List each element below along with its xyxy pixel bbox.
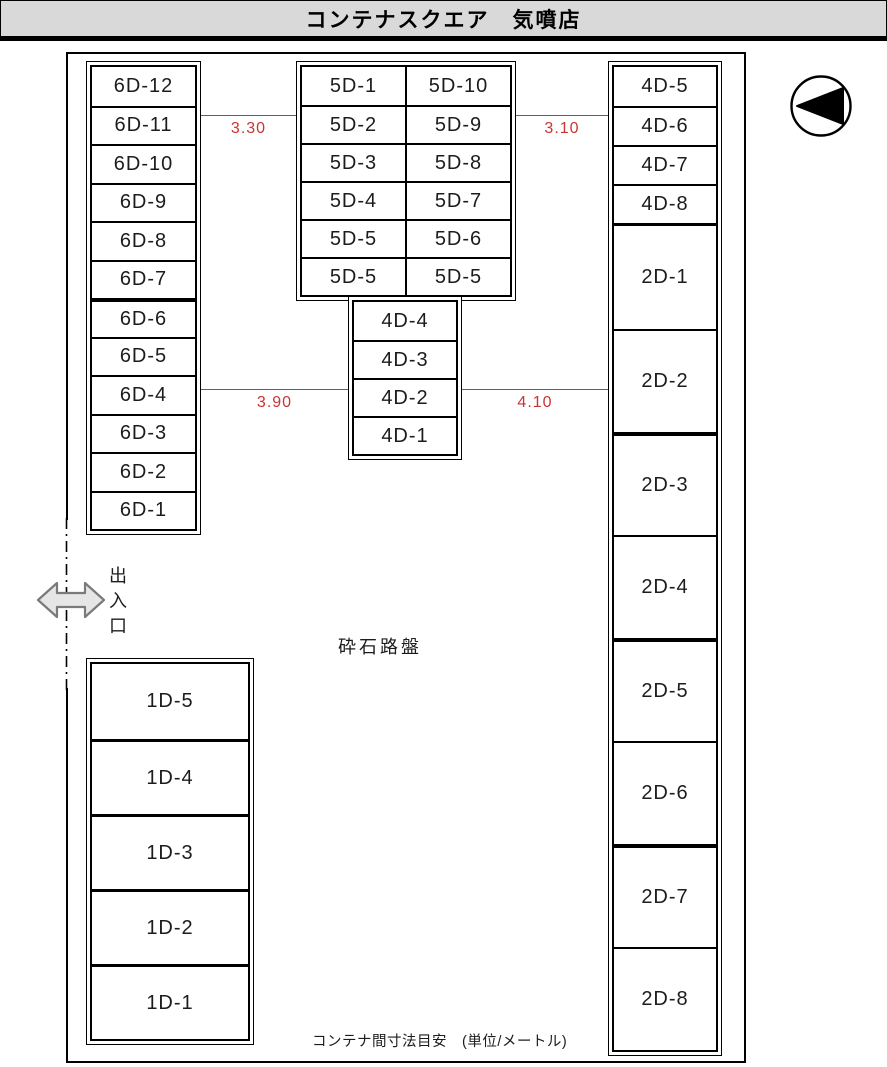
- dimension-label-3-30: 3.30: [230, 120, 267, 137]
- unit-cell: 5D-5: [405, 259, 510, 295]
- dimension-label-3-10: 3.10: [544, 120, 580, 137]
- direction-indicator-icon: [790, 75, 852, 137]
- unit-cell: 5D-6: [405, 221, 510, 257]
- unit-cell: 2D-1: [614, 226, 716, 329]
- unit-cell: 6D-2: [92, 452, 195, 491]
- dimension-line-4-10: [462, 389, 608, 390]
- unit-cell: 6D-3: [92, 413, 195, 452]
- unit-cell: 1D-5: [92, 664, 248, 739]
- unit-cell: 2D-8: [614, 947, 716, 1050]
- dimension-line-3-90: [201, 389, 348, 390]
- page-title: コンテナスクエア 気噴店: [0, 0, 887, 41]
- unit-cell: 5D-8: [405, 145, 510, 181]
- entrance-arrow-icon: [36, 581, 106, 619]
- unit-cell: 4D-4: [354, 302, 456, 340]
- unit-cell: 6D-1: [92, 490, 195, 529]
- unit-cell: 4D-2: [354, 378, 456, 416]
- dimension-line-3-10: [516, 115, 608, 116]
- unit-cell: 4D-8: [614, 184, 716, 223]
- unit-cell: 2D-4: [614, 535, 716, 638]
- unit-cell: 6D-11: [92, 105, 195, 144]
- unit-cell: 6D-5: [92, 336, 195, 375]
- unit-cell: 4D-3: [354, 340, 456, 378]
- dimension-label-4-10: 4.10: [517, 394, 553, 411]
- dimension-unit-note: コンテナ間寸法目安 (単位/メートル): [312, 1034, 568, 1050]
- unit-cell: 4D-7: [614, 145, 716, 184]
- unit-cell: 6D-10: [92, 144, 195, 183]
- ground-surface-label: 砕石路盤: [338, 637, 422, 657]
- unit-cell: 1D-2: [92, 889, 248, 964]
- unit-cell: 2D-3: [614, 432, 716, 535]
- unit-cell: 2D-6: [614, 741, 716, 844]
- unit-cell: 1D-3: [92, 814, 248, 889]
- unit-cell: 5D-7: [405, 183, 510, 219]
- unit-cell: 5D-2: [302, 107, 405, 143]
- unit-cell: 2D-5: [614, 638, 716, 741]
- unit-cell: 6D-12: [92, 67, 195, 106]
- unit-cell: 4D-6: [614, 106, 716, 145]
- entrance-label: 出入口: [107, 566, 127, 641]
- unit-cell: 1D-4: [92, 739, 248, 814]
- unit-cell: 6D-6: [92, 298, 195, 337]
- dimension-line-3-30: [201, 115, 296, 116]
- unit-cell: 5D-1: [302, 67, 405, 105]
- unit-cell: 5D-10: [405, 67, 510, 105]
- unit-cell: 4D-5: [614, 67, 716, 106]
- dimension-label-3-90: 3.90: [256, 394, 293, 411]
- unit-cell: 5D-9: [405, 107, 510, 143]
- unit-cell: 5D-5: [302, 221, 405, 257]
- unit-cell: 6D-8: [92, 221, 195, 260]
- unit-cell: 6D-4: [92, 375, 195, 414]
- unit-cell: 6D-9: [92, 182, 195, 221]
- unit-cell: 2D-7: [614, 844, 716, 947]
- unit-cell: 5D-4: [302, 183, 405, 219]
- unit-cell: 2D-2: [614, 329, 716, 432]
- unit-cell: 5D-5: [302, 259, 405, 295]
- unit-cell: 1D-1: [92, 964, 248, 1039]
- unit-cell: 4D-1: [354, 416, 456, 454]
- unit-cell: 6D-7: [92, 259, 195, 298]
- unit-cell: 5D-3: [302, 145, 405, 181]
